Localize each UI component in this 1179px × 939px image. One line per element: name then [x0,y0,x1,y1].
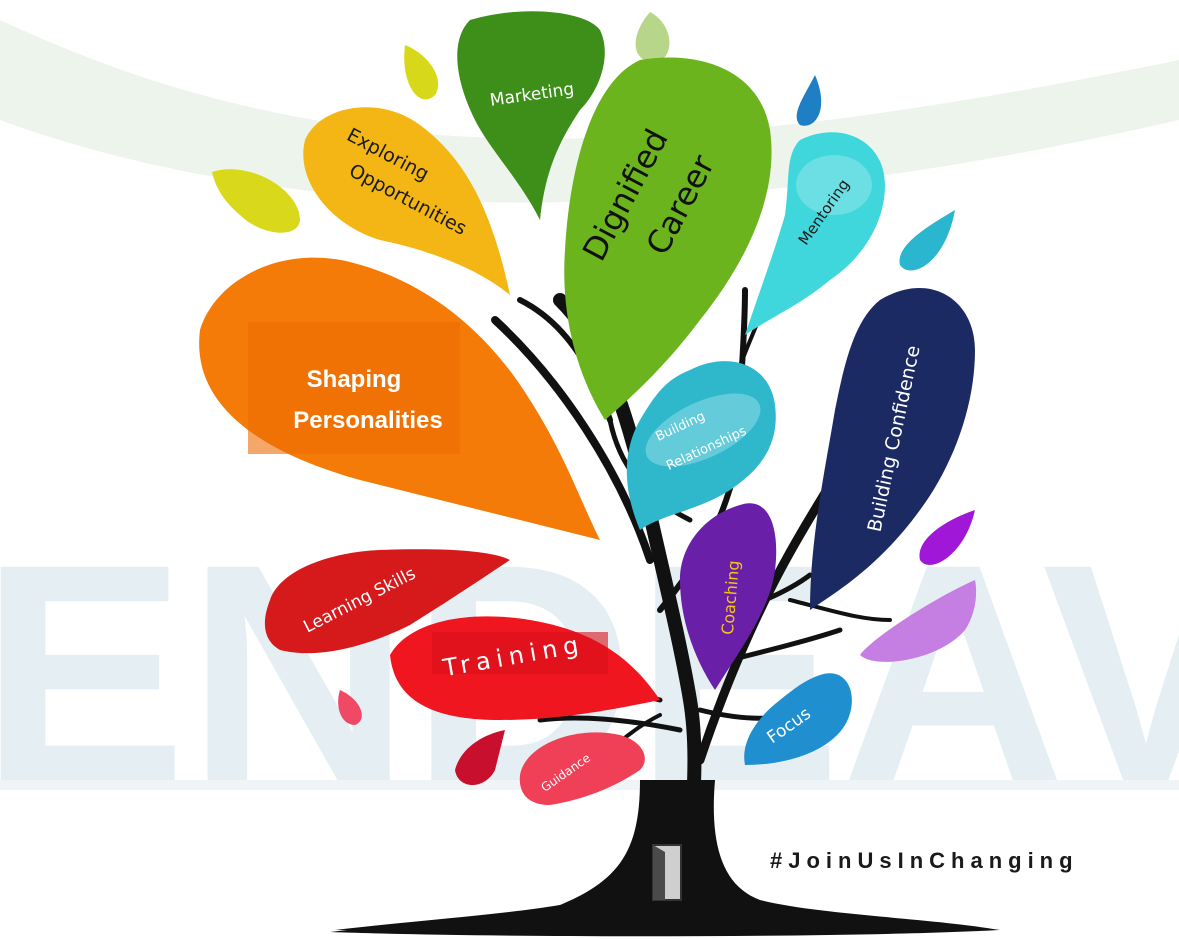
leaf-learning-skills: Learning Skills [264,549,510,654]
leaf-shaping-personalities: Shaping Personalities [199,257,600,540]
label-personalities: Personalities [293,407,442,434]
leaf-mentoring: Mentoring [745,132,885,335]
leaf-building-confidence: Building Confidence [810,288,975,610]
leaf-focus: Focus [744,673,852,765]
hashtag-text: #JoinUsInChanging [770,848,1079,873]
label-shaping: Shaping [307,366,402,393]
leaf-marketing: Marketing [457,11,605,220]
leaf-training: Training [390,616,660,720]
trunk-door [652,844,682,901]
leaf-building-relationships: Building Relationships [626,361,776,530]
leaf-exploring-opportunities: Exploring Opportunities [303,107,510,295]
leaf-guidance: Guidance [519,732,645,805]
leaf-coaching: Coaching [680,503,777,690]
leaf-dignified-career: Dignified Career [564,57,772,421]
decorative-drops [212,12,977,785]
